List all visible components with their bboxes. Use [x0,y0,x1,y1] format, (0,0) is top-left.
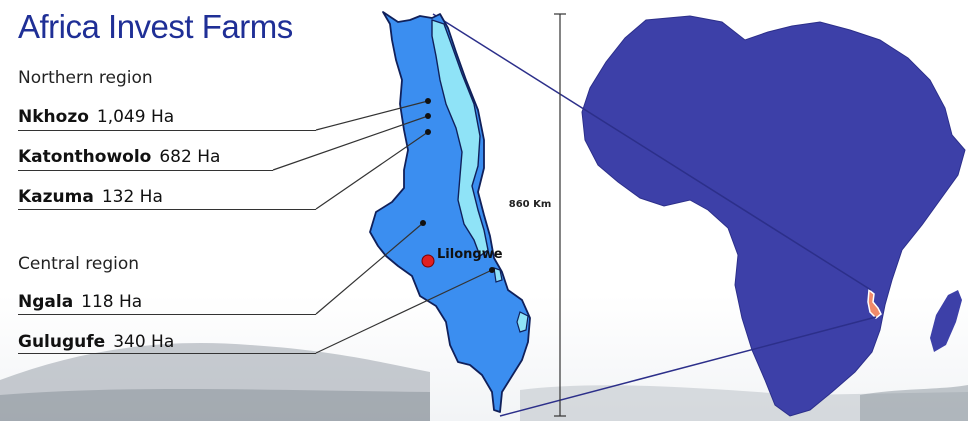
farm-area: 682 Ha [159,147,221,167]
farm-underline [18,130,316,131]
farm-item-ngala: Ngala 118 Ha [18,292,142,312]
farm-marker-ngala [420,220,426,226]
farm-item-kazuma: Kazuma 132 Ha [18,187,163,207]
africa-map [581,15,966,417]
farm-area: 340 Ha [113,332,175,352]
lake-malombe [493,267,503,283]
farm-name: Nkhozo [18,107,89,127]
farm-underline [18,353,316,354]
lake-chilwa [516,311,529,333]
farm-marker-katonthowolo [425,113,431,119]
farm-item-nkhozo: Nkhozo 1,049 Ha [18,107,174,127]
farm-name: Ngala [18,292,74,312]
farm-item-gulugufe: Gulugufe 340 Ha [18,332,174,352]
lake-malawi [431,19,489,257]
farm-marker-kazuma [425,129,431,135]
region-label-central: Central region [18,254,140,274]
farm-area: 118 Ha [81,292,143,312]
farm-item-katonthowolo: Katonthowolo 682 Ha [18,147,220,167]
farm-name: Gulugufe [18,332,106,352]
page-title: Africa Invest Farms [18,8,293,45]
distance-label: 860 Km [509,199,552,210]
capital-marker [421,254,435,268]
farm-name: Katonthowolo [18,147,152,167]
farm-underline [18,170,273,171]
farm-marker-nkhozo [425,98,431,104]
farm-name: Kazuma [18,187,94,207]
malawi-map [369,11,531,413]
madagascar-map [930,290,962,352]
capital-label: Lilongwe [437,247,503,262]
region-label-northern: Northern region [18,68,153,88]
farm-underline [18,209,316,210]
farm-area: 1,049 Ha [96,107,175,127]
farm-marker-gulugufe [489,267,495,273]
farm-area: 132 Ha [101,187,163,207]
farm-underline [18,314,316,315]
malawi-highlight [867,288,882,320]
